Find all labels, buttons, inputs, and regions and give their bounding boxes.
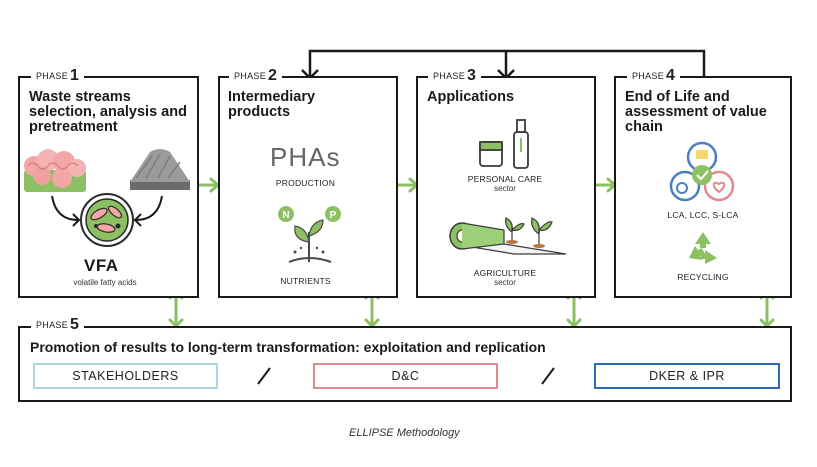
phase-number: 1 <box>70 67 80 84</box>
recycling-label: RECYCLING <box>677 272 729 282</box>
dc-pill: D&C <box>313 363 498 389</box>
phase-4-title: End of Life and assessment of value chai… <box>625 89 767 135</box>
nutrients-plant-icon: N P <box>278 206 341 263</box>
lca-cycle-icon <box>669 141 735 202</box>
arrow-to-vfa-left <box>51 195 79 221</box>
phase-4-box <box>614 76 792 298</box>
phase-2-title: Intermediary products <box>228 89 316 120</box>
vfa-sublabel: volatile fatty acids <box>73 278 137 287</box>
phase-number: 2 <box>268 67 278 84</box>
arrow-phase3-to-phase4 <box>594 177 618 193</box>
phase-number: 3 <box>467 67 477 84</box>
bacteria-petri-icon <box>80 193 134 247</box>
phase-number: 4 <box>666 67 676 84</box>
separator-slash-1 <box>256 366 272 386</box>
dker-ipr-pill: DKER & IPR <box>594 363 780 389</box>
personal-care-icon <box>479 119 529 169</box>
vfa-label: VFA <box>84 256 119 275</box>
recycling-icon <box>689 232 717 264</box>
personal-care-label: PERSONAL CARE <box>467 174 543 184</box>
figure-caption: ELLIPSE Methodology <box>349 427 460 439</box>
phase-1-title: Waste streams selection, analysis and pr… <box>29 89 187 135</box>
phase-label: PHASE <box>36 320 69 330</box>
arrow-phase1-to-phase2 <box>197 177 221 193</box>
lca-label: LCA, LCC, S-LCA <box>667 210 739 220</box>
production-label: PRODUCTION <box>275 178 336 188</box>
phase-label: PHASE <box>433 71 466 81</box>
sludge-pile-icon <box>130 149 190 190</box>
agriculture-sector: sector <box>494 278 516 287</box>
agriculture-film-icon <box>449 217 567 255</box>
phase-label: PHASE <box>36 71 69 81</box>
phase-3-box <box>416 76 596 298</box>
phas-label: PHAs <box>270 142 341 172</box>
arrow-phase2-to-phase3 <box>396 177 420 193</box>
phase-5-title: Promotion of results to long-term transf… <box>30 339 546 355</box>
n-letter: N <box>282 210 289 221</box>
phase-label: PHASE <box>632 71 665 81</box>
personal-care-sector: sector <box>494 184 516 193</box>
phase-3-title: Applications <box>427 89 515 105</box>
stakeholders-pill: STAKEHOLDERS <box>33 363 218 389</box>
separator-slash-2 <box>540 366 556 386</box>
phase-label: PHASE <box>234 71 267 81</box>
phase-number: 5 <box>70 316 80 333</box>
p-letter: P <box>330 210 337 221</box>
nutrients-label: NUTRIENTS <box>280 276 331 286</box>
food-waste-icon <box>24 149 86 192</box>
phase-1-illustration <box>24 149 190 247</box>
agriculture-label: AGRICULTURE <box>473 268 537 278</box>
arrow-to-vfa-right <box>135 195 163 221</box>
